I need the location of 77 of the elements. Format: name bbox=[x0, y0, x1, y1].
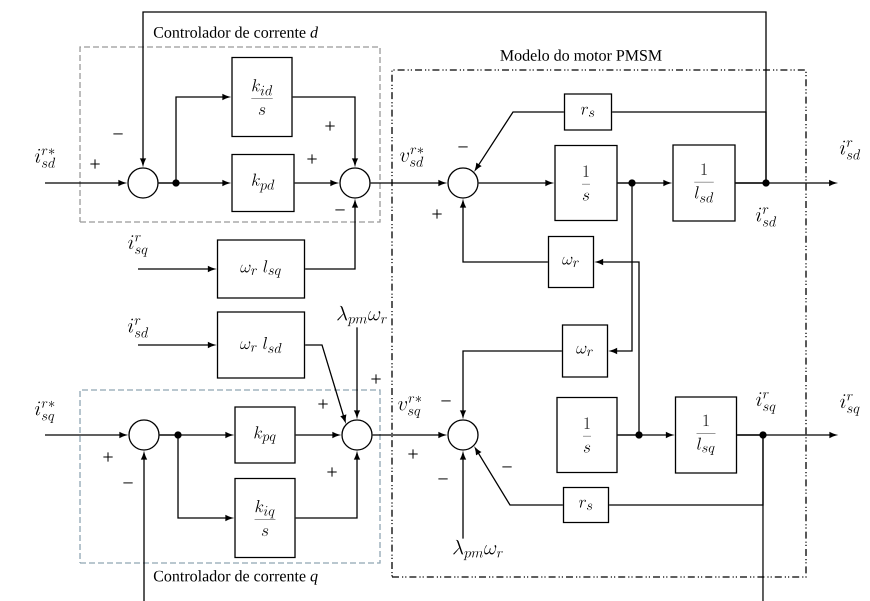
sign-label: − bbox=[335, 209, 345, 210]
signal-label: $i_{sq}^{r*}$ bbox=[34, 400, 54, 424]
signal-label: $\lambda_{pm}\omega_r$ bbox=[453, 540, 503, 560]
transfer-block: $k_{pd}$ bbox=[231, 154, 295, 212]
signal-label: $i_{sd}^{r*}$ bbox=[34, 148, 56, 168]
sign-label: − bbox=[438, 478, 448, 480]
arrow bbox=[296, 432, 340, 438]
arrow bbox=[305, 344, 346, 422]
sign-label: + bbox=[307, 154, 317, 164]
transfer-block: $r_s$ bbox=[564, 93, 612, 131]
transfer-block: $\frac{1}{l_{sd}}$ bbox=[672, 144, 736, 222]
connector-line bbox=[737, 434, 764, 601]
arrow bbox=[460, 452, 466, 539]
summing-junction bbox=[447, 419, 479, 451]
arrow bbox=[460, 200, 548, 263]
sign-label: − bbox=[123, 482, 133, 484]
arrow bbox=[160, 434, 232, 521]
signal-label: $i_{sd}^{r}$ bbox=[128, 318, 148, 338]
sign-label: − bbox=[113, 133, 123, 134]
arrow bbox=[141, 452, 147, 601]
transfer-block: $\frac{k_{iq}}{s}$ bbox=[234, 478, 296, 558]
signal-label: $i_{sq}^{r}$ bbox=[756, 392, 776, 414]
arrow bbox=[370, 180, 446, 186]
arrow bbox=[474, 111, 564, 170]
transfer-block: $\frac{1}{s}$ bbox=[554, 144, 618, 222]
transfer-block: $\omega_r$ bbox=[548, 236, 594, 288]
sign-label: + bbox=[325, 121, 335, 131]
sign-label: + bbox=[327, 467, 337, 477]
arrow bbox=[138, 342, 215, 348]
transfer-block: $\omega_r$ bbox=[562, 324, 608, 378]
arrow bbox=[158, 180, 230, 186]
arrow bbox=[45, 180, 126, 186]
arrow bbox=[474, 448, 563, 506]
summing-junction bbox=[341, 419, 373, 451]
edge-label: $v_{sq}^{r*}$ bbox=[396, 394, 424, 420]
transfer-block: $\omega_r\;l_{sd}$ bbox=[216, 311, 306, 379]
arrow bbox=[140, 11, 767, 184]
sign-label: − bbox=[502, 466, 512, 468]
summing-junction bbox=[339, 167, 371, 199]
sign-label: + bbox=[408, 449, 418, 459]
sign-label: + bbox=[318, 399, 328, 409]
arrow bbox=[478, 180, 552, 186]
node-label: Controlador de corrente d bbox=[154, 26, 318, 38]
summing-junction bbox=[447, 167, 479, 199]
arrow bbox=[372, 432, 446, 438]
signal-label: $\lambda_{pm}\omega_r$ bbox=[337, 306, 387, 326]
sign-label: − bbox=[458, 146, 468, 148]
transfer-block: $\omega_r\;l_{sq}$ bbox=[216, 239, 306, 299]
arrow bbox=[294, 180, 338, 186]
sign-label: − bbox=[441, 400, 451, 402]
arrow bbox=[460, 350, 562, 418]
sign-label: + bbox=[432, 209, 442, 219]
summing-junction bbox=[128, 419, 160, 451]
transfer-block: $\frac{k_{id}}{s}$ bbox=[231, 56, 293, 138]
signal-label: $i_{sd}^{r}$ bbox=[840, 140, 860, 160]
sign-label: + bbox=[103, 452, 113, 462]
transfer-block: $r_s$ bbox=[562, 486, 610, 524]
arrow bbox=[45, 432, 126, 438]
sign-label: + bbox=[90, 159, 100, 169]
arrow bbox=[296, 452, 360, 519]
arrow bbox=[354, 327, 360, 418]
arrow bbox=[596, 259, 640, 436]
node-label: Modelo do motor PMSM bbox=[500, 50, 662, 61]
signal-label: $i_{sq}^{r}$ bbox=[128, 235, 148, 257]
transfer-block: $\frac{1}{l_{sq}}$ bbox=[674, 396, 738, 474]
node-label: Controlador de corrente q bbox=[154, 570, 318, 585]
transfer-block: $\frac{1}{s}$ bbox=[556, 396, 618, 474]
transfer-block: $k_{pq}$ bbox=[234, 406, 296, 464]
signal-label: $i_{sd}^{r}$ bbox=[756, 207, 776, 227]
summing-junction bbox=[127, 167, 159, 199]
edge-label: $v_{sd}^{r*}$ bbox=[398, 146, 426, 168]
arrow bbox=[305, 200, 358, 270]
arrow bbox=[292, 96, 358, 166]
arrow bbox=[610, 182, 633, 354]
sign-label: + bbox=[371, 374, 381, 384]
signal-label: $i_{sq}^{r}$ bbox=[840, 394, 860, 416]
arrow bbox=[138, 266, 215, 272]
